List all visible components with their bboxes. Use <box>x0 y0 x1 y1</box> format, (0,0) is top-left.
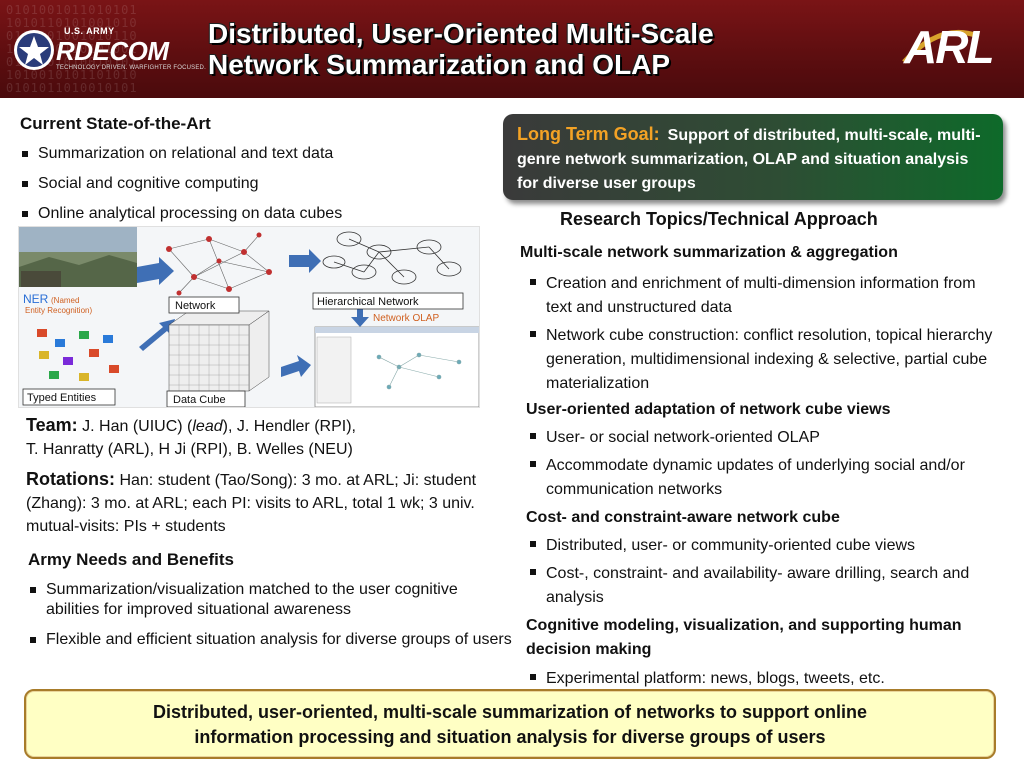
arl-logo: ARL <box>904 21 995 73</box>
rotations-block: Rotations: Han: student (Tao/Song): 3 mo… <box>26 468 511 538</box>
team-line-1: Team: J. Han (UIUC) (lead), J. Hendler (… <box>26 414 496 438</box>
rdecom-logo: U.S. ARMY RDECOM TECHNOLOGY DRIVEN. WARF… <box>12 20 206 76</box>
page-title: Distributed, User-Oriented Multi-Scale N… <box>208 18 898 80</box>
list-item: Distributed, user- or community-oriented… <box>528 534 998 558</box>
list-item: Accommodate dynamic updates of underlyin… <box>528 454 998 502</box>
section-title: Cost- and constraint-aware network cube <box>526 509 840 526</box>
research-topics-heading: Research Topics/Technical Approach <box>560 209 878 229</box>
state-of-art-heading: Current State-of-the-Art <box>20 114 211 133</box>
state-of-art-list: Summarization on relational and text dat… <box>20 144 490 234</box>
list-item: Experimental platform: news, blogs, twee… <box>528 667 998 691</box>
data-cube-label: Data Cube <box>173 394 226 406</box>
title-line-1: Distributed, User-Oriented Multi-Scale <box>208 18 714 49</box>
section-list: Distributed, user- or community-oriented… <box>528 534 998 614</box>
section-title: User-oriented adaptation of network cube… <box>526 401 891 418</box>
section-list: User- or social network-oriented OLAP Ac… <box>528 426 998 506</box>
goal-text: Support of distributed, multi-scale, mul… <box>517 127 981 192</box>
list-item: Online analytical processing on data cub… <box>20 204 490 224</box>
section-title: Cognitive modeling, visualization, and s… <box>526 617 962 658</box>
list-item: Network cube construction: conflict reso… <box>528 324 998 396</box>
army-needs-list: Summarization/visualization matched to t… <box>28 580 512 660</box>
long-term-goal-box: Long Term Goal:Support of distributed, m… <box>503 114 1003 200</box>
list-item: Flexible and efficient situation analysi… <box>28 630 512 650</box>
list-item: Cost-, constraint- and availability- awa… <box>528 562 998 610</box>
ner-sub2: Entity Recognition) <box>25 306 92 315</box>
rotations-label: Rotations: <box>26 469 115 489</box>
team-lead: lead <box>192 418 223 435</box>
list-item: User- or social network-oriented OLAP <box>528 426 998 450</box>
ner-sub1: (Named <box>51 296 79 305</box>
list-item: Social and cognitive computing <box>20 174 490 194</box>
list-item: Summarization/visualization matched to t… <box>28 580 512 620</box>
diagram-graphic: NER (Named Entity Recognition) Network H… <box>19 227 479 407</box>
team-line-2: T. Hanratty (ARL), H Ji (RPI), B. Welles… <box>26 441 353 458</box>
team-label: Team: <box>26 415 78 435</box>
team-block: Team: J. Han (UIUC) (lead), J. Hendler (… <box>26 414 496 461</box>
network-label: Network <box>175 300 216 312</box>
rdecom-tagline: TECHNOLOGY DRIVEN. WARFIGHTER FOCUSED. <box>56 65 206 71</box>
list-item: Summarization on relational and text dat… <box>20 144 490 164</box>
section-list: Creation and enrichment of multi-dimensi… <box>528 272 998 400</box>
ner-label: NER <box>23 292 49 306</box>
team-text: J. Han (UIUC) ( <box>77 418 193 435</box>
army-needs-heading: Army Needs and Benefits <box>28 550 234 569</box>
hierarchical-network-label: Hierarchical Network <box>317 296 419 308</box>
typed-entities-label: Typed Entities <box>27 392 97 404</box>
header-bar: 0101001011010101 1010110101001010 011010… <box>0 0 1024 98</box>
rdecom-small-text: U.S. ARMY <box>64 26 115 36</box>
summary-banner: Distributed, user-oriented, multi-scale … <box>24 689 996 759</box>
title-line-2: Network Summarization and OLAP <box>208 49 671 80</box>
goal-label: Long Term Goal: <box>517 124 660 144</box>
section-title: Multi-scale network summarization & aggr… <box>520 244 898 261</box>
team-text-2: ), J. Hendler (RPI), <box>222 418 356 435</box>
rotations-text: Han: student (Tao/Song): 3 mo. at ARL; J… <box>26 472 477 535</box>
banner-line-2: information processing and situation ana… <box>194 727 826 747</box>
list-item: Creation and enrichment of multi-dimensi… <box>528 272 998 320</box>
arl-swoosh-icon <box>902 29 979 64</box>
star-emblem-icon <box>14 30 54 70</box>
section-list: Experimental platform: news, blogs, twee… <box>528 667 998 691</box>
network-olap-diagram: NER (Named Entity Recognition) Network H… <box>18 226 480 408</box>
network-olap-label: Network OLAP <box>373 313 439 324</box>
banner-line-1: Distributed, user-oriented, multi-scale … <box>152 702 868 722</box>
rdecom-wordmark: RDECOM <box>56 36 169 66</box>
